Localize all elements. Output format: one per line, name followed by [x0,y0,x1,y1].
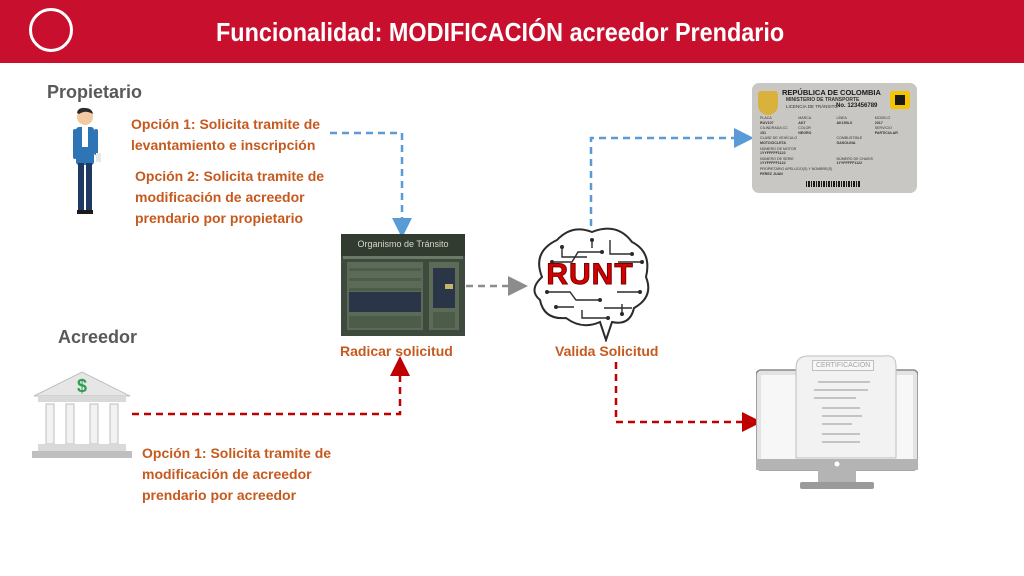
card-number: No. 123456789 [836,103,878,109]
page-title: Funcionalidad: MODIFICACIÓN acreedor Pre… [216,17,785,47]
transit-office-sign: Organismo de Tránsito [357,239,449,249]
runt-badge-icon [890,91,910,109]
card-ministry: MINISTERIO DE TRANSPORTE [786,97,860,103]
acreedor-option-1: Opción 1: Solicita tramite de modificaci… [142,445,332,503]
arrow-propietario-to-organismo [330,131,412,238]
brain-circuit-graphic [533,227,650,344]
propietario-label: Propietario [47,82,143,102]
license-card-icon: REPÚBLICA DE COLOMBIA MINISTERIO DE TRAN… [752,83,917,193]
header-circle-icon [29,8,73,52]
brain-circuit-icon: RUNT [522,222,658,344]
header-bar: Funcionalidad: MODIFICACIÓN acreedor Pre… [0,0,1024,63]
arrow-runt-to-licencia [589,128,754,226]
svg-text:$: $ [77,376,87,396]
card-field: PROPIETARIO APELLIDO(S) Y NOMBRE(S)PEREZ… [760,166,833,176]
transit-office-graphic [341,234,465,336]
arrow-acreedor-to-organismo [132,356,410,416]
propietario-option-2: Opción 2: Solicita tramite de modificaci… [135,168,325,226]
transit-office-icon: Organismo de Tránsito [341,234,465,336]
person-icon [73,107,101,214]
coat-of-arms-icon [758,91,778,115]
propietario-option-1: Opción 1: Solicita tramite de levantamie… [131,116,321,153]
radicar-caption: Radicar solicitud [340,343,453,359]
bank-icon: $ [32,371,132,458]
card-doc-type: LICENCIA DE TRÁNSITO [786,104,838,109]
runt-logo-text: RUNT [546,258,634,292]
acreedor-label: Acreedor [58,327,138,347]
barcode [806,181,860,187]
certification-label: CERTIFICACIÓN [812,360,875,371]
valida-caption: Valida Solicitud [555,343,659,359]
computer-monitor-icon [756,355,918,489]
arrow-runt-to-certificado [614,362,762,432]
card-country: REPÚBLICA DE COLOMBIA [782,88,881,97]
